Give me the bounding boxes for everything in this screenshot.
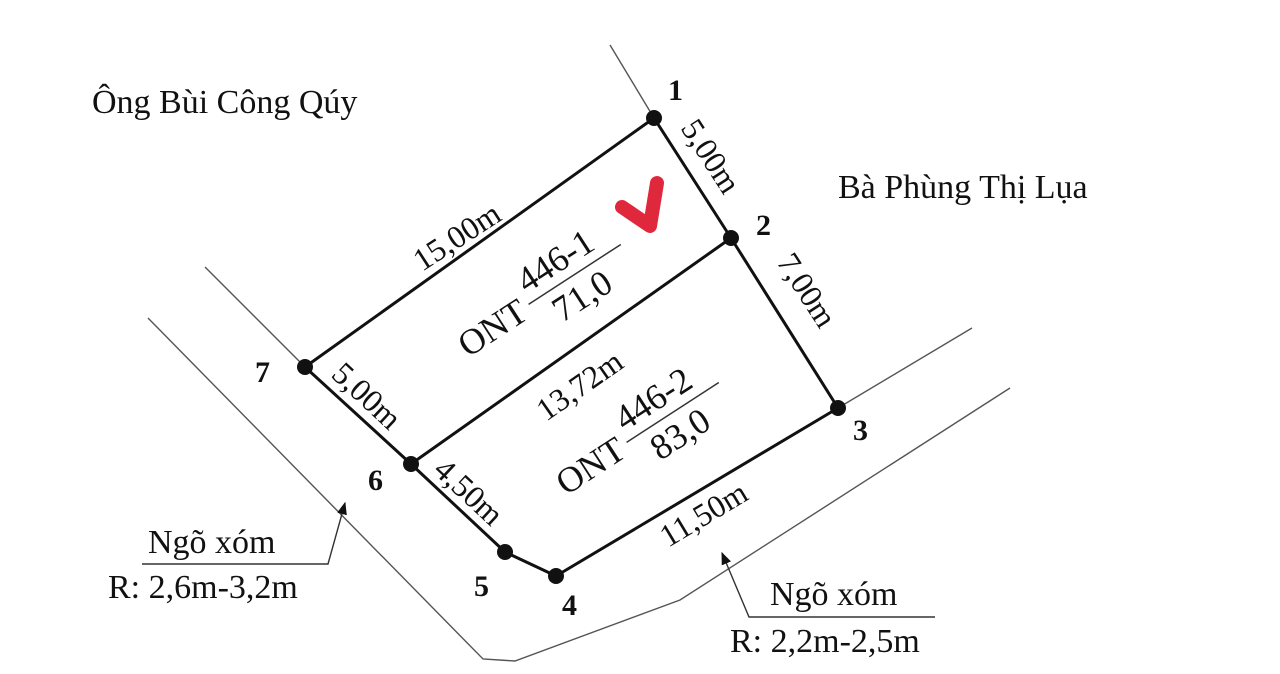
road-right-width: R: 2,2m-2,5m [730,623,920,660]
road-edge-outer [147,317,1011,662]
point-3-marker [830,400,846,416]
dim-3-4: 11,50m [653,474,754,554]
road-left-width: R: 2,6m-3,2m [108,569,298,606]
checkmark-icon [615,176,664,233]
point-3-label: 3 [853,414,868,447]
dim-7-1: 15,00m [406,195,507,278]
point-6-label: 6 [368,464,383,497]
parcel-446-1-fraction-line [528,243,622,305]
point-5-marker [497,544,513,560]
point-4-marker [548,568,564,584]
point-2-marker [723,230,739,246]
point-4-label: 4 [562,589,577,622]
road-right-leader [721,551,935,618]
dim-1-2: 5,00m [674,112,748,200]
road-annotation-right: Ngõ xóm R: 2,2m-2,5m [721,551,935,660]
road-left-name: Ngõ xóm [148,524,276,561]
road-edge-right-upper [837,327,973,409]
owner-north-west: Ông Bùi Công Qúy [92,83,357,121]
boundary-points [297,110,846,584]
road-edge-upper-left [204,266,306,368]
point-1-marker [646,110,662,126]
point-labels: 1 2 3 4 5 6 7 [255,74,868,622]
parcel-446-1-type: ONT [451,291,535,365]
parcel-446-2-fraction-line [626,381,720,443]
point-6-marker [403,456,419,472]
point-7-label: 7 [255,356,270,389]
road-right-name: Ngõ xóm [770,576,898,613]
point-5-label: 5 [474,570,489,603]
boundary-lines [147,44,1011,662]
point-1-label: 1 [668,74,683,107]
owner-north-east: Bà Phùng Thị Lụa [838,169,1088,206]
parcel-446-2-type: ONT [549,429,633,503]
parcel-outline [303,116,840,578]
point-7-marker [297,359,313,375]
road-annotation-left: Ngõ xóm R: 2,6m-3,2m [108,501,347,606]
point-2-label: 2 [756,209,771,242]
neighbor-line-north [609,44,655,119]
road-left-leader [142,501,347,565]
